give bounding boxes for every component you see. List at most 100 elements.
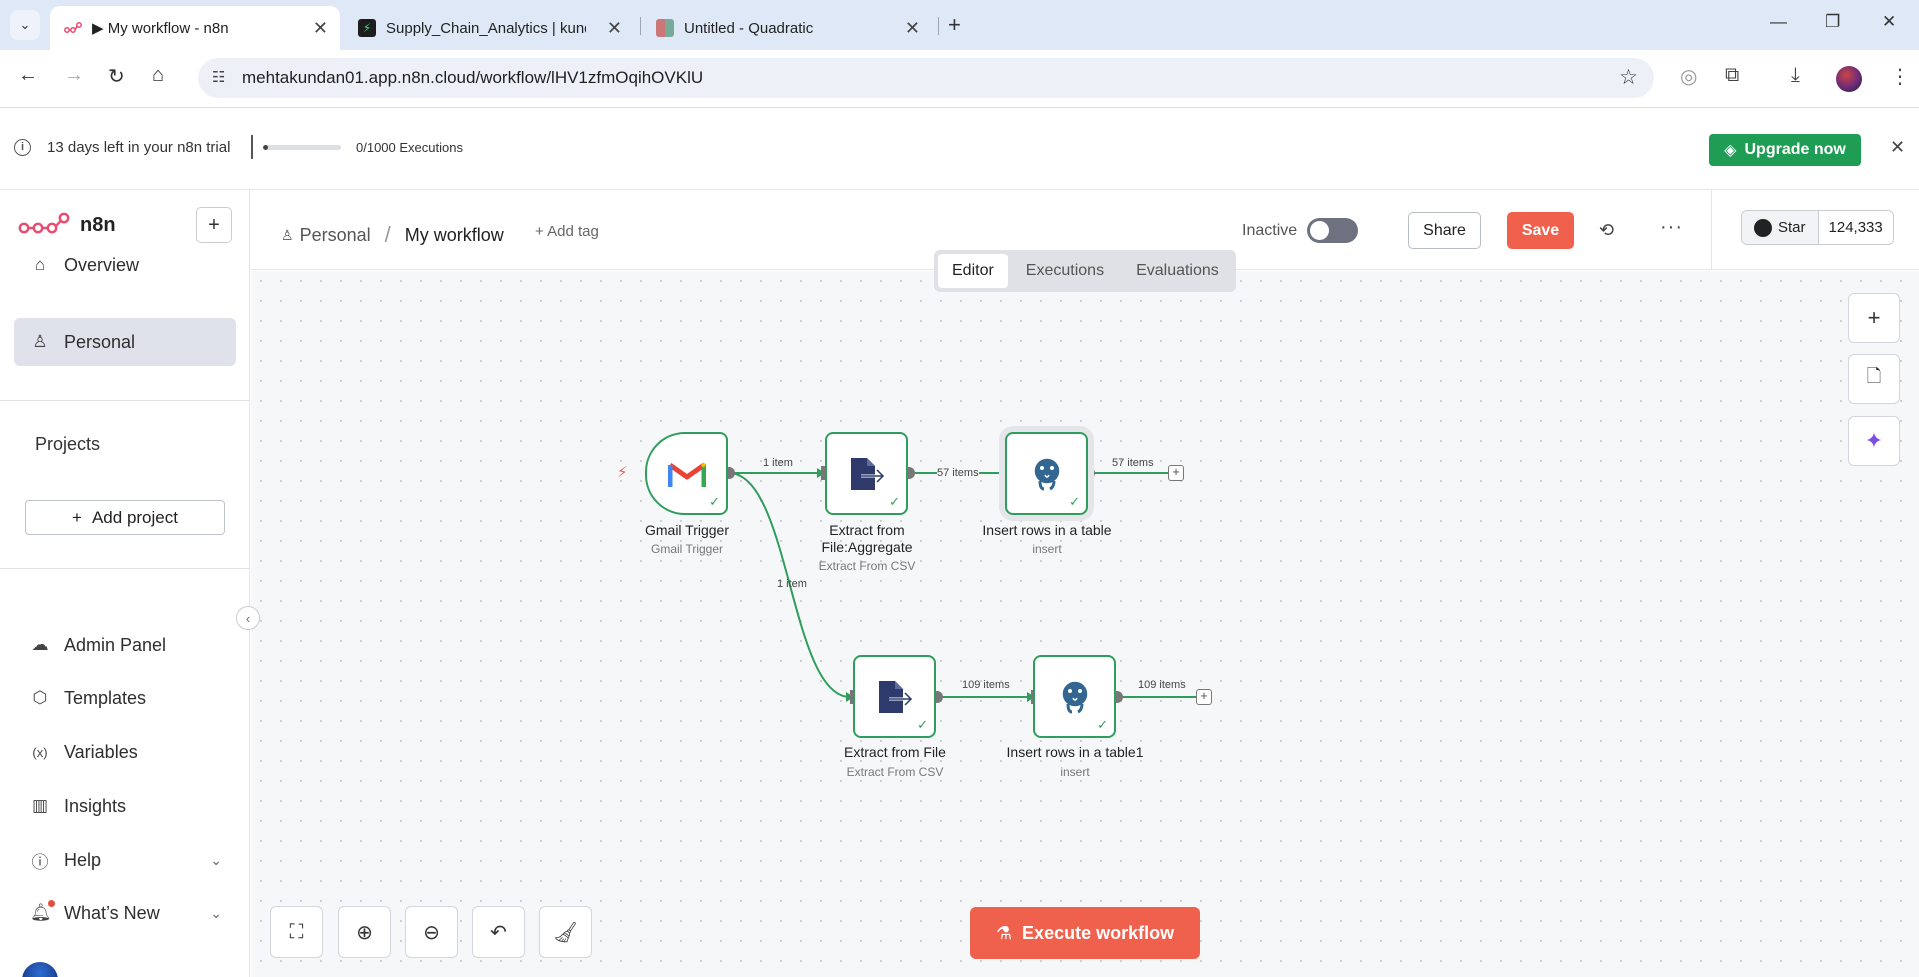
sidebar-item-label: Personal (64, 331, 136, 352)
add-node-after-insert1[interactable]: + (1196, 689, 1212, 705)
share-button[interactable]: Share (1408, 212, 1481, 249)
back-arrow-icon[interactable]: ← (18, 64, 38, 86)
node-gmail-trigger[interactable]: ✓ (645, 432, 728, 515)
tidy-up-button[interactable]: 🧹︎ (539, 906, 592, 958)
tab-editor[interactable]: Editor (938, 254, 1008, 288)
close-icon[interactable]: ✕ (1890, 137, 1906, 157)
quadratic-favicon (656, 19, 674, 37)
minimize-icon[interactable]: — (1770, 12, 1787, 31)
sidebar-item-label: Admin Panel (64, 634, 167, 655)
restore-icon[interactable]: ❐ (1825, 12, 1841, 31)
projects-heading: Projects (35, 434, 101, 454)
zoom-in-button[interactable]: ⊕ (338, 906, 391, 958)
tab-supply-chain[interactable]: ⚡ Supply_Chain_Analytics | kundan ✕ (344, 6, 634, 50)
node-insert-rows-1[interactable]: ✓ (1033, 655, 1116, 738)
tab-n8n-workflow[interactable]: ▶ My workflow - n8n ✕ (50, 6, 340, 50)
execute-workflow-button[interactable]: ⚗︎ Execute workflow (970, 907, 1200, 959)
forward-arrow-icon[interactable]: → (64, 64, 84, 86)
node-subtitle: Extract From CSV (818, 559, 916, 573)
fullscreen-icon: ⛶ (289, 920, 304, 943)
sidebar-item-admin-panel[interactable]: ☁ Admin Panel (14, 621, 236, 669)
github-star-button[interactable]: Star 124,333 (1741, 210, 1894, 245)
sticky-note-button[interactable]: 🗋︎ (1848, 354, 1900, 404)
save-button[interactable]: Save (1507, 212, 1574, 249)
reset-zoom-button[interactable]: ↶ (472, 906, 525, 958)
node-extract-aggregate[interactable]: ✓ (825, 432, 908, 515)
tab-separator (640, 17, 641, 35)
n8n-logo[interactable]: n8n (18, 212, 116, 238)
success-check-icon: ✓ (889, 494, 900, 509)
new-tab-plus-icon[interactable]: + (948, 12, 961, 37)
download-icon[interactable]: ⤓ (1791, 64, 1800, 86)
trial-divider (251, 135, 253, 159)
breadcrumb-separator: / (384, 222, 391, 247)
more-options-icon[interactable]: ··· (1660, 216, 1683, 238)
puzzle-extensions-icon[interactable]: ⧉ (1725, 64, 1740, 86)
active-status-label: Inactive (1242, 222, 1298, 239)
upgrade-now-button[interactable]: ◈ Upgrade now (1709, 134, 1861, 166)
flask-icon: ⚗︎ (995, 922, 1013, 943)
header-divider (1711, 190, 1712, 270)
zoom-out-button[interactable]: ⊖ (405, 906, 458, 958)
collapse-sidebar-button[interactable]: ‹ (236, 606, 260, 630)
add-node-after-insert[interactable]: + (1168, 465, 1184, 481)
node-insert-rows[interactable]: ✓ (1005, 432, 1088, 515)
sidebar-item-personal[interactable]: ♙ Personal (14, 318, 236, 366)
box-icon: ⬡ (32, 688, 48, 707)
plus-icon: + (72, 507, 82, 527)
edge-label: 109 items (962, 679, 1010, 691)
add-tag-button[interactable]: + Add tag (535, 223, 599, 240)
sidebar-item-overview[interactable]: ⌂ Overview (14, 241, 236, 289)
chevron-left-icon: ‹ (245, 610, 251, 626)
workflow-canvas[interactable] (251, 271, 1919, 977)
add-project-button[interactable]: + Add project (25, 500, 225, 535)
trial-days-text: 13 days left in your n8n trial (47, 139, 231, 156)
home-icon[interactable]: ⌂ (152, 64, 165, 86)
extension-icon[interactable]: ◎ (1680, 66, 1698, 88)
tab-evaluations[interactable]: Evaluations (1136, 262, 1219, 279)
tab-title: Untitled - Quadratic (684, 19, 814, 37)
tab-quadratic[interactable]: Untitled - Quadratic ✕ (642, 6, 932, 50)
tab-executions[interactable]: Executions (1025, 262, 1105, 279)
menu-kebab-icon[interactable]: ⋮ (1890, 66, 1910, 88)
breadcrumb-personal[interactable]: Personal (299, 224, 371, 245)
node-title: Extract from File (844, 744, 946, 760)
postgres-elephant-icon (1032, 456, 1061, 490)
sidebar-item-variables[interactable]: (x) Variables (14, 728, 236, 776)
success-check-icon: ✓ (709, 494, 720, 509)
close-icon[interactable]: ✕ (606, 17, 622, 38)
ai-assistant-button[interactable]: ✦ (1848, 416, 1900, 466)
sidebar-item-label: Overview (64, 254, 140, 275)
node-extract-file[interactable]: ✓ (853, 655, 936, 738)
reload-icon[interactable]: ↻ (108, 66, 125, 88)
history-icon[interactable]: ⟲ (1599, 220, 1615, 240)
active-toggle[interactable] (1307, 218, 1358, 243)
url-text[interactable]: mehtakundan01.app.n8n.cloud/workflow/lHV… (242, 68, 704, 87)
bookmark-star-icon[interactable]: ☆ (1619, 66, 1638, 89)
sidebar-item-help[interactable]: ⓘ Help ⌄ (14, 836, 236, 884)
node-title: Gmail Trigger (644, 522, 730, 538)
extract-file-icon (850, 457, 885, 490)
user-avatar[interactable] (22, 962, 58, 977)
sidebar-divider (0, 400, 250, 401)
sidebar-item-whats-new[interactable]: 🔔︎ What’s New ⌄ (14, 889, 236, 937)
create-plus-button[interactable]: + (196, 207, 232, 243)
tab-separator (938, 17, 939, 35)
sidebar-item-insights[interactable]: ▥ Insights (14, 782, 236, 830)
window-close-icon[interactable]: ✕ (1882, 12, 1897, 31)
close-icon[interactable]: ✕ (312, 17, 328, 38)
site-settings-icon[interactable]: ☷ (212, 69, 226, 86)
fit-view-button[interactable]: ⛶ (270, 906, 323, 958)
profile-avatar[interactable] (1836, 66, 1862, 92)
bar-chart-icon: ▥ (31, 796, 49, 815)
executions-count-text: 0/1000 Executions (356, 140, 463, 155)
sidebar-item-templates[interactable]: ⬡ Templates (14, 674, 236, 722)
postgres-elephant-icon (1060, 679, 1089, 713)
add-node-button[interactable]: + (1848, 293, 1900, 343)
tab-search-dropdown[interactable]: ⌄ (10, 10, 40, 40)
tab-title: Supply_Chain_Analytics | kundan (386, 19, 586, 37)
url-omnibox[interactable]: ☷ mehtakundan01.app.n8n.cloud/workflow/l… (198, 58, 1654, 98)
github-star-label: Star (1778, 219, 1806, 236)
close-icon[interactable]: ✕ (904, 17, 920, 38)
workflow-name[interactable]: My workflow (404, 224, 504, 245)
